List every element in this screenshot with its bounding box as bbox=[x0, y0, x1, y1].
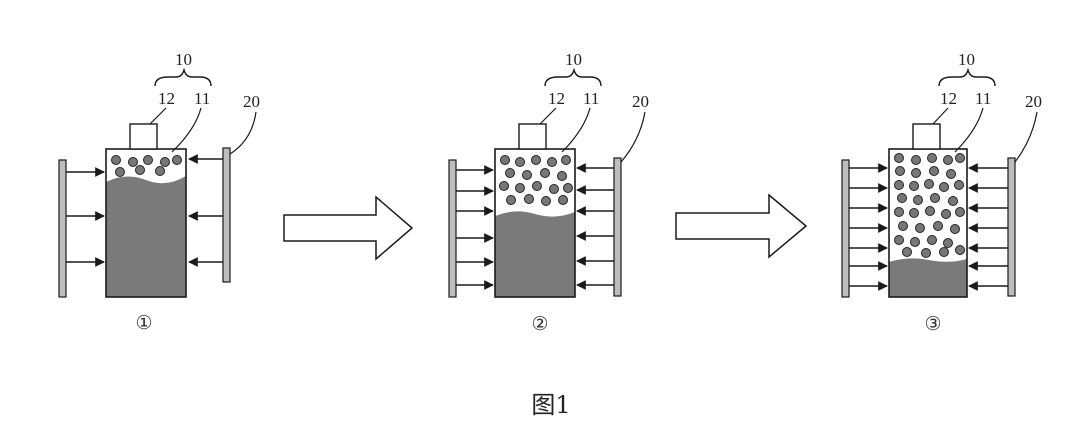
step-marker-3: ③ bbox=[924, 313, 941, 335]
component-12 bbox=[129, 123, 158, 150]
arrows-left bbox=[456, 165, 494, 290]
left-plate bbox=[841, 159, 850, 298]
arrows-left bbox=[66, 167, 105, 267]
label-11: 11 bbox=[583, 89, 599, 108]
right-plate-20 bbox=[613, 157, 622, 297]
step-marker-2: ② bbox=[531, 313, 548, 335]
arrows-right bbox=[576, 163, 614, 290]
label-20: 20 bbox=[632, 92, 649, 111]
label-11: 11 bbox=[975, 89, 991, 108]
right-plate-20 bbox=[222, 147, 231, 283]
step-marker-1: ① bbox=[135, 312, 152, 334]
label-12: 12 bbox=[548, 89, 565, 108]
transition-arrow-2 bbox=[675, 193, 808, 259]
label-12: 12 bbox=[158, 89, 175, 108]
component-12 bbox=[518, 123, 547, 150]
solid-block bbox=[495, 211, 575, 297]
right-plate-20 bbox=[1007, 157, 1016, 297]
left-plate bbox=[448, 159, 457, 298]
label-20: 20 bbox=[1025, 92, 1042, 111]
figure-caption: 图1 bbox=[531, 391, 570, 419]
leader-12 bbox=[539, 107, 557, 125]
arrows-left bbox=[849, 163, 888, 291]
panel-1: 10 12 11 20 ① bbox=[58, 50, 260, 334]
leader-20 bbox=[620, 111, 646, 163]
leader-11 bbox=[954, 107, 984, 153]
solid-block bbox=[889, 258, 967, 297]
label-10: 10 bbox=[958, 50, 975, 69]
leader-20 bbox=[229, 111, 257, 155]
panel-3: 10 12 11 20 ③ bbox=[841, 50, 1042, 335]
label-12: 12 bbox=[940, 89, 957, 108]
particles bbox=[499, 155, 573, 206]
component-12 bbox=[912, 123, 941, 150]
label-10: 10 bbox=[565, 50, 582, 69]
arrows-right bbox=[188, 154, 223, 267]
leader-20 bbox=[1014, 111, 1038, 163]
leader-11 bbox=[561, 107, 591, 153]
particles bbox=[111, 155, 182, 177]
arrows-right bbox=[968, 163, 1008, 291]
left-plate bbox=[58, 159, 67, 298]
brace-10 bbox=[154, 67, 212, 87]
panel-2: 10 12 11 20 ② bbox=[448, 50, 649, 335]
label-11: 11 bbox=[194, 89, 210, 108]
particles bbox=[894, 153, 965, 258]
brace-10 bbox=[938, 67, 996, 87]
label-10: 10 bbox=[175, 50, 192, 69]
solid-block bbox=[106, 176, 186, 297]
leader-12 bbox=[932, 107, 949, 125]
label-20: 20 bbox=[243, 92, 260, 111]
leader-12 bbox=[149, 107, 167, 125]
transition-arrow-1 bbox=[283, 195, 414, 261]
leader-11 bbox=[171, 107, 202, 153]
brace-10 bbox=[544, 67, 602, 87]
